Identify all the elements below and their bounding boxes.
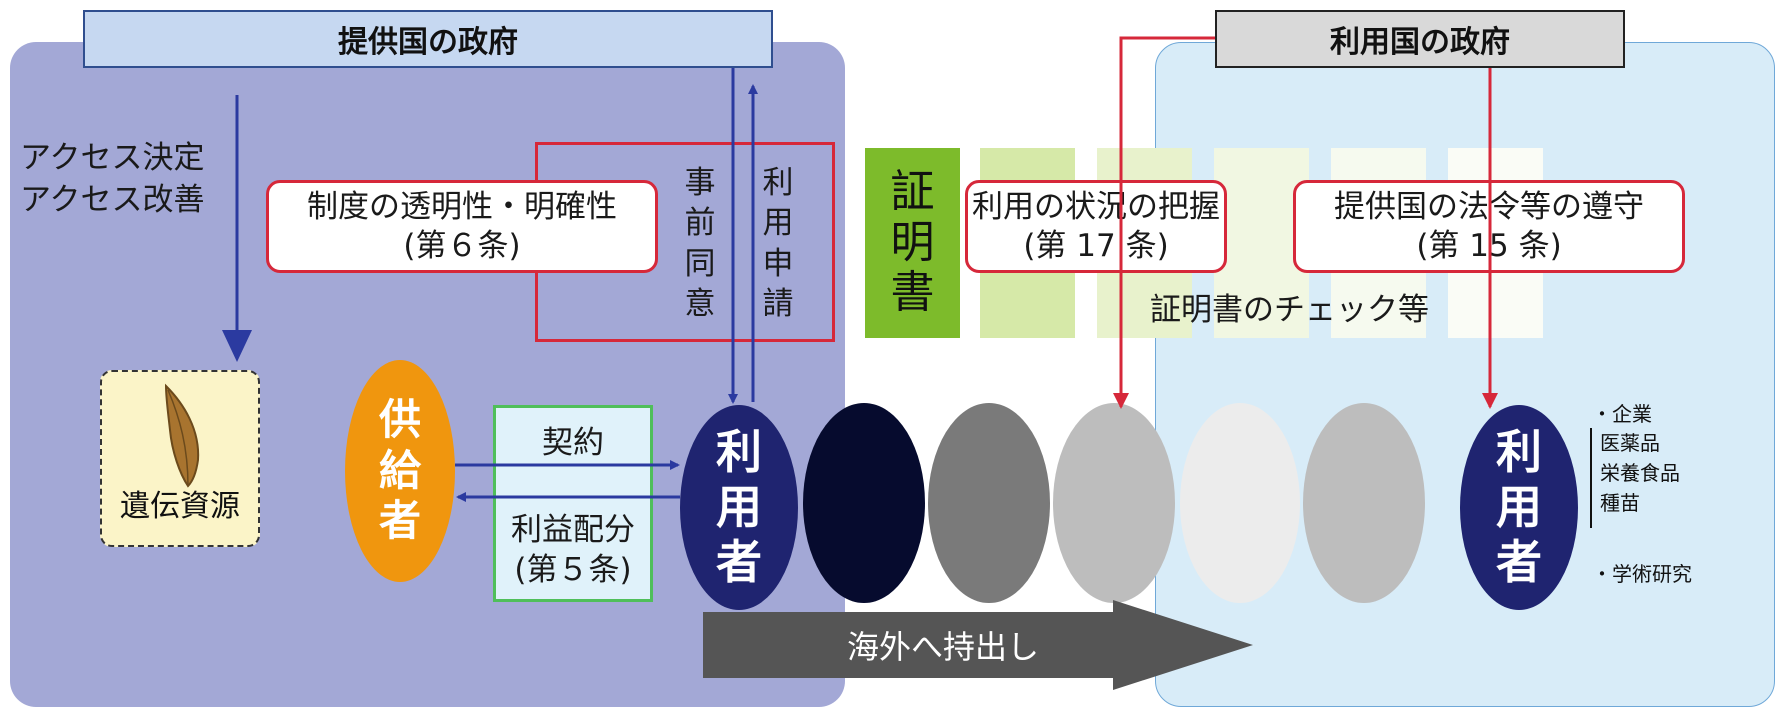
user-oval-left: 利用者 (680, 405, 798, 610)
monitoring-article: (第 17 条) (1023, 227, 1169, 264)
provider-government-label: 提供国の政府 (338, 25, 518, 60)
benefit-sharing-article: (第５条) (514, 552, 632, 588)
certificate-box: 証明書 (865, 148, 960, 338)
user-right-label: 利用者 (1496, 424, 1542, 590)
genetic-resource-box: 遺伝資源 (100, 370, 260, 547)
transparency-article: (第６条) (403, 227, 521, 264)
transfer-oval-3 (1053, 403, 1175, 603)
side-list-bracket (1590, 428, 1604, 528)
certificate-label: 証明書 (890, 166, 935, 319)
transparency-title: 制度の透明性・明確性 (307, 188, 617, 225)
certificate-check-text: 証明書のチェック等 (1150, 292, 1429, 328)
transfer-oval-5 (1303, 403, 1425, 603)
provider-government-box: 提供国の政府 (83, 10, 773, 68)
access-decision-text: アクセス決定 (20, 140, 205, 176)
export-arrow-body (703, 612, 1115, 678)
monitoring-box: 利用の状況の把握 (第 17 条) (965, 180, 1227, 273)
compliance-title: 提供国の法令等の遵守 (1334, 188, 1644, 225)
supplier-label: 供給者 (378, 395, 421, 546)
leaf-icon (164, 383, 200, 488)
side-list-academic: ・学術研究 (1592, 562, 1692, 586)
side-list-pharma: 医薬品 (1600, 431, 1660, 455)
export-label: 海外へ持出し (846, 628, 1039, 666)
use-application-text: 利用申請 (762, 165, 794, 322)
compliance-box: 提供国の法令等の遵守 (第 15 条) (1293, 180, 1685, 273)
prior-consent-text: 事前同意 (684, 165, 716, 322)
monitoring-title: 利用の状況の把握 (972, 188, 1220, 225)
transparency-box: 制度の透明性・明確性 (第６条) (266, 180, 658, 273)
user-left-label: 利用者 (716, 424, 762, 590)
benefit-sharing-label: 利益配分 (511, 512, 635, 548)
user-government-box: 利用国の政府 (1215, 10, 1625, 68)
access-improvement-text: アクセス改善 (20, 182, 205, 218)
user-oval-right: 利用者 (1460, 405, 1578, 610)
side-list-seeds: 種苗 (1600, 491, 1640, 515)
transfer-oval-2 (928, 403, 1050, 603)
contract-box: 契約 利益配分 (第５条) (493, 405, 653, 602)
genetic-resource-label: 遺伝資源 (120, 489, 240, 524)
side-list-food: 栄養食品 (1600, 461, 1680, 485)
transfer-oval-1 (803, 403, 925, 603)
export-arrow-head (1113, 600, 1253, 690)
supplier-oval: 供給者 (345, 360, 455, 582)
contract-label: 契約 (542, 425, 604, 461)
transfer-oval-4 (1180, 403, 1300, 603)
compliance-article: (第 15 条) (1416, 227, 1562, 264)
user-government-label: 利用国の政府 (1330, 25, 1510, 60)
side-list-company: ・企業 (1592, 402, 1652, 426)
